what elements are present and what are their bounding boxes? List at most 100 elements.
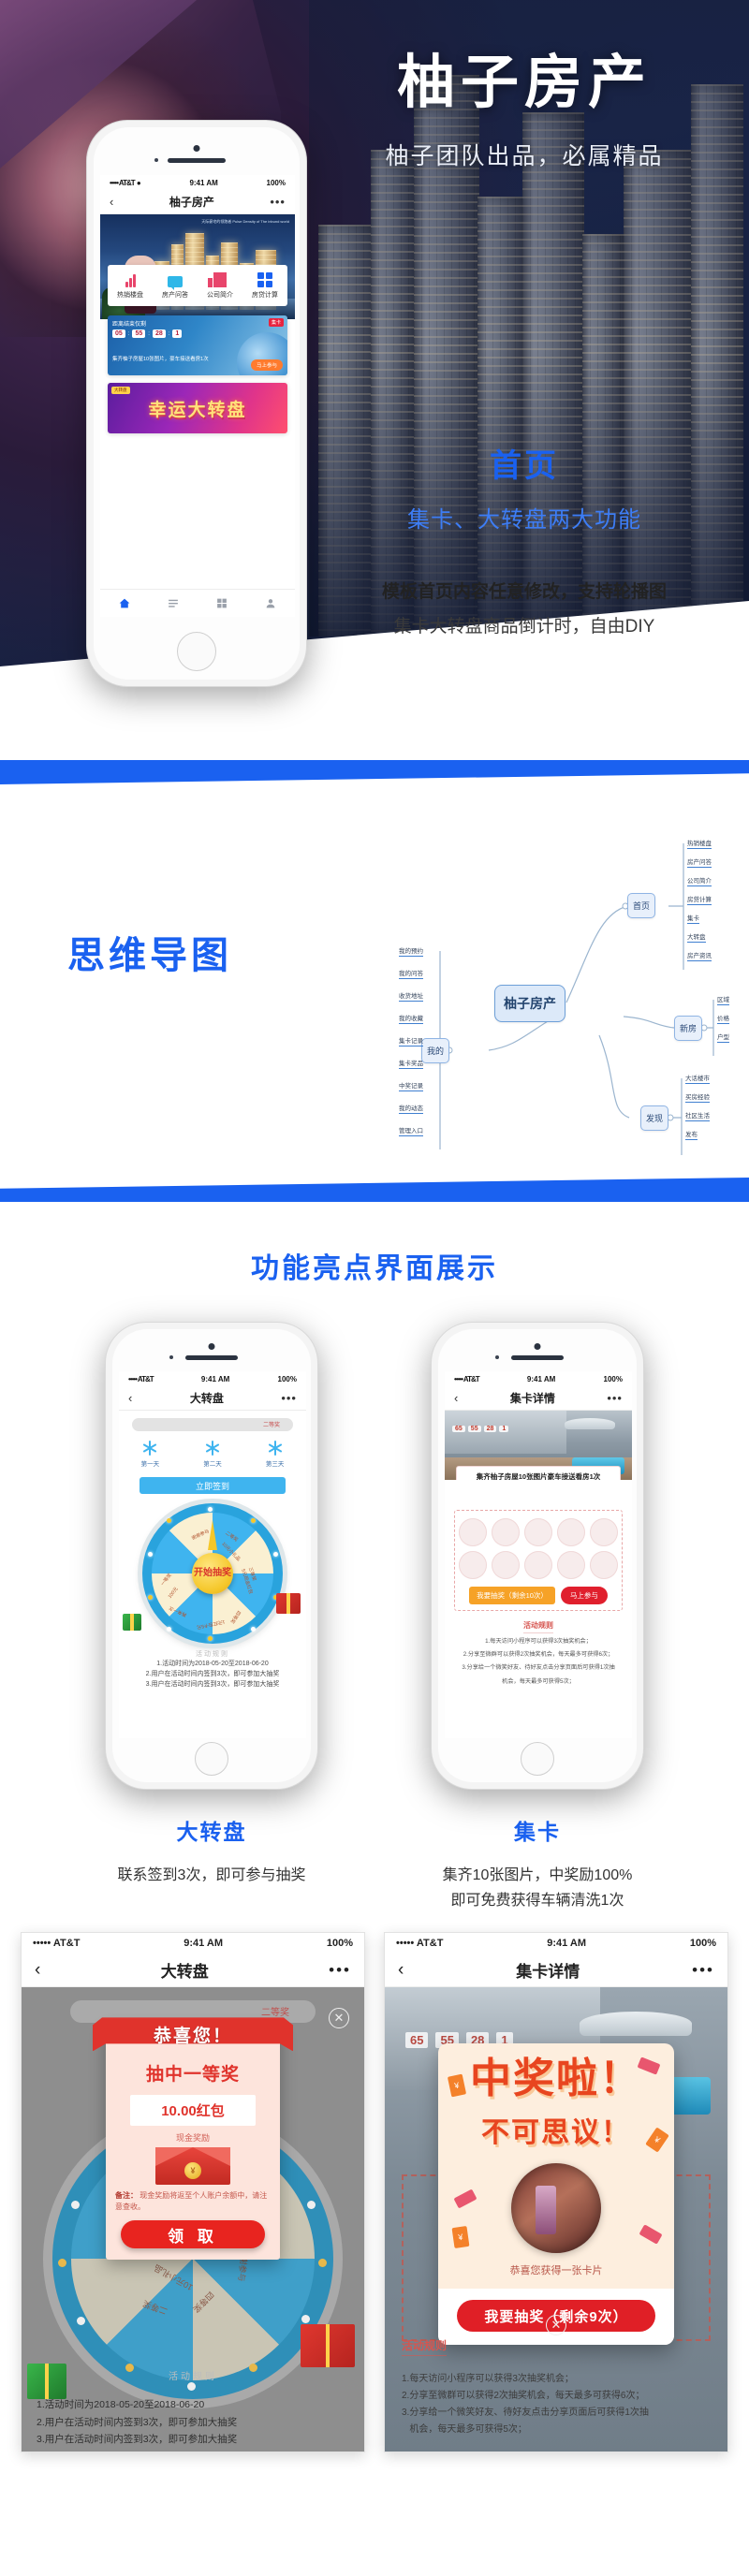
tab-profile[interactable] (246, 597, 295, 609)
snowflake-icon (142, 1441, 157, 1456)
back-icon[interactable]: ‹ (398, 1959, 404, 1980)
close-icon[interactable]: ✕ (329, 2008, 349, 2029)
rule-line: 3.分享给一个微笑好友、待好友点击分享页面后可获得1次抽 (402, 2408, 649, 2419)
section-divider (0, 760, 749, 784)
features-section: 功能亮点界面展示 ••••• AT&T 9:41 AM 100% ‹ 大转盘 (0, 1202, 749, 1913)
app-navbar: ‹ 集卡详情 ••• (385, 1954, 727, 1988)
mindmap-branch-home: 首页 (627, 893, 655, 918)
card-slot[interactable] (524, 1551, 552, 1579)
close-icon[interactable]: ✕ (546, 2315, 566, 2336)
card-slot[interactable] (492, 1518, 520, 1546)
card-slot[interactable] (524, 1518, 552, 1546)
card-slot[interactable] (459, 1551, 487, 1579)
home-button[interactable] (521, 1742, 554, 1776)
app-navbar: ‹ 柚子房产 ••• (100, 190, 295, 214)
prize-modal-phone: ••••• AT&T 9:41 AM 100% ‹ 大转盘 ••• 二等奖 (21, 1932, 365, 2453)
navbar-title: 集卡详情 (509, 1392, 555, 1405)
card-slot[interactable] (557, 1551, 585, 1579)
card-slot[interactable] (492, 1551, 520, 1579)
rule-line: 3.用户在活动时间内签到3次，即可参加大抽奖 (37, 2434, 238, 2445)
prize-headline: 抽中一等奖 (145, 2065, 240, 2086)
mindmap-leaf: 户型 (717, 1032, 729, 1043)
home-button[interactable] (177, 632, 216, 671)
lottery-wheel[interactable]: 一等奖 100元 谢谢参与 二等奖 10元小礼品 三等奖 5元现金红包 四等奖 … (142, 1503, 283, 1644)
tab-home[interactable] (100, 597, 149, 609)
card-slot[interactable] (459, 1518, 487, 1546)
gift-decoration (27, 2364, 66, 2400)
congrats-text: 恭喜您！ (153, 2026, 232, 2046)
back-icon[interactable]: ‹ (128, 1391, 133, 1405)
mindmap-leaf: 房产问答 (687, 856, 712, 868)
more-icon[interactable]: ••• (692, 1960, 714, 1979)
rule-line: 2.用户在活动时间内签到3次，即可参加大抽奖 (37, 2416, 238, 2428)
promo-title: 幸运大转盘 (148, 400, 247, 420)
tab-discover[interactable] (198, 597, 246, 609)
wheel-phone-screen: ••••• AT&T 9:41 AM 100% ‹ 大转盘 ••• 二等奖 (119, 1371, 306, 1738)
rule-line: 1.活动时间为2018-05-20至2018-06-20 (37, 2399, 205, 2411)
more-icon[interactable]: ••• (281, 1391, 297, 1405)
card-slot[interactable] (557, 1518, 585, 1546)
back-icon[interactable]: ‹ (110, 195, 114, 209)
rule-line: 2.分享至微群可以获得2次抽奖机会，每天最多可获得6次； (463, 1651, 614, 1659)
signal-icon: ••••• AT&T (396, 1938, 444, 1950)
join-now-button[interactable]: 马上参与 (250, 359, 283, 371)
home-section-title: 首页 (490, 448, 559, 484)
claim-button[interactable]: 领 取 (121, 2220, 265, 2249)
collect-info-card: 集齐柚子房屋10张图片豪车接送看房1次 集齐10张柚子房屋图片中奖率100% (456, 1466, 621, 1480)
mindmap-leaf: 我的问答 (399, 968, 423, 979)
signin-button[interactable]: 立即签到 (140, 1477, 286, 1494)
countdown-card[interactable]: 距离结束仅剩 05: 55: 28: 1 集卡 集齐柚子房屋10张图片，豪车接送… (108, 315, 287, 375)
countdown-timer: 05: 55: 28: 1 (112, 329, 183, 338)
more-icon[interactable]: ••• (270, 195, 286, 209)
card-slot[interactable] (590, 1551, 618, 1579)
search-input[interactable]: 二等奖 (132, 1418, 293, 1431)
countdown-hours: 55 (467, 1426, 481, 1432)
signin-day[interactable]: 第三天 (266, 1441, 284, 1468)
more-icon[interactable]: ••• (607, 1391, 623, 1405)
quick-entry-qa[interactable]: 房产问答 (153, 271, 198, 300)
features-title: 功能亮点界面展示 (251, 1253, 498, 1284)
battery-level: 100% (689, 1938, 716, 1950)
quick-entry-calculator[interactable]: 房贷计算 (242, 271, 287, 300)
chat-bubble-icon (153, 271, 198, 290)
app-navbar: ‹ 大转盘 ••• (22, 1954, 364, 1988)
mindmap-branch-discover: 发现 (640, 1105, 668, 1131)
signin-day[interactable]: 第二天 (203, 1441, 222, 1468)
win-modal-phone: ••••• AT&T 9:41 AM 100% ‹ 集卡详情 ••• 65 55… (384, 1932, 728, 2453)
status-time: 9:41 AM (547, 1938, 587, 1950)
note-text: 现金奖励将返至个人账户余额中，请注意查收。 (115, 2191, 268, 2212)
collect-countdown: 65 55 28 1 (452, 1426, 509, 1432)
modal-phone-row: ••••• AT&T 9:41 AM 100% ‹ 大转盘 ••• 二等奖 (0, 1932, 749, 2453)
search-hint: 二等奖 (262, 1423, 280, 1428)
more-icon[interactable]: ••• (329, 1960, 351, 1979)
grid-icon (217, 598, 227, 608)
feature-caption-body: 联系签到3次，即可参与抽奖 (117, 1867, 306, 1883)
lottery-promo-banner[interactable]: 大转盘 幸运大转盘 (108, 383, 287, 433)
quick-entry-company[interactable]: 公司简介 (198, 271, 242, 300)
rule-line: 3.用户在活动时间内签到3次，即可参加大抽奖 (145, 1681, 280, 1689)
mindmap-title: 思维导图 (67, 935, 232, 976)
home-button[interactable] (195, 1742, 228, 1776)
tab-listings[interactable] (149, 597, 198, 609)
draw-button[interactable]: 我要抽奖（剩余10次） (469, 1587, 555, 1604)
snowflake-icon (205, 1441, 220, 1456)
back-icon[interactable]: ‹ (454, 1391, 459, 1405)
gift-decoration (123, 1614, 141, 1631)
countdown-days: 65 (452, 1426, 465, 1432)
signin-day[interactable]: 第一天 (141, 1441, 159, 1468)
quick-entry-hot-listings[interactable]: 热销楼盘 (108, 271, 153, 300)
card-slot[interactable] (590, 1518, 618, 1546)
navbar-title: 柚子房产 (169, 196, 214, 209)
feature-card-collect: ••••• AT&T 9:41 AM 100% ‹ 集卡详情 ••• 65 55 (397, 1322, 678, 1913)
ticket-icon: ¥ (451, 2226, 470, 2249)
status-time: 9:41 AM (189, 178, 218, 187)
collect-phone-screen: ••••• AT&T 9:41 AM 100% ‹ 集卡详情 ••• 65 55 (445, 1371, 632, 1738)
join-now-button[interactable]: 马上参与 (560, 1587, 608, 1604)
hero-phone-screen: ••••• AT&T ● 9:41 AM 100% ‹ 柚子房产 ••• (100, 175, 295, 617)
back-icon[interactable]: ‹ (35, 1959, 41, 1980)
countdown-seconds: 1 (172, 329, 183, 338)
quick-entry-grid: 热销楼盘 房产问答 公司简介 房贷计算 (108, 265, 287, 306)
start-draw-button[interactable]: 开始抽奖 (192, 1553, 233, 1594)
quick-entry-label: 房贷计算 (252, 292, 278, 299)
feature-caption-title: 集卡 (514, 1820, 561, 1844)
